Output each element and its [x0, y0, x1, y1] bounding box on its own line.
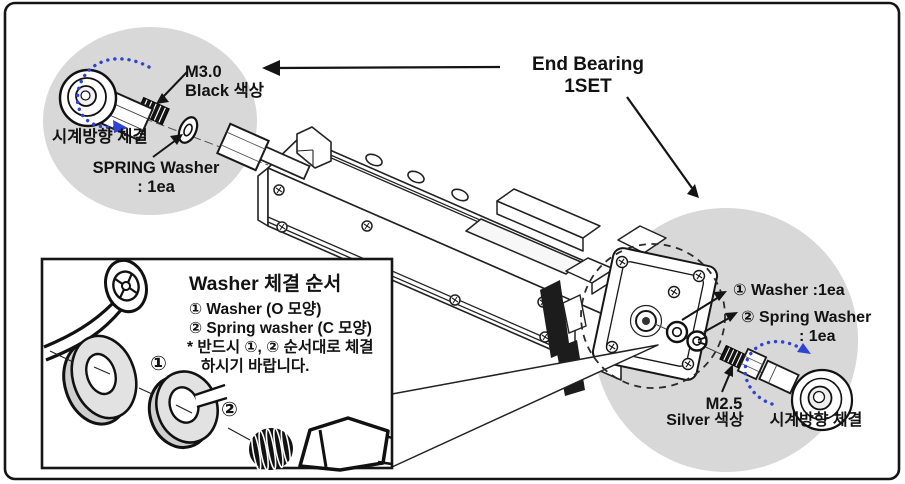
left-washer-name: SPRING Washer [93, 159, 220, 177]
left-bolt-color-label: Black 색상 [185, 81, 264, 100]
washer-order-box: ① ② Washer 체결 순서 ① Washer (O 모양) ② Sprin… [40, 257, 394, 472]
bolt-drawing [249, 416, 393, 472]
end-bearing-label-line1: End Bearing [532, 54, 644, 75]
washer-order-note2: 하시기 바랍니다. [201, 357, 309, 375]
right-spring-washer [686, 330, 708, 352]
washer1-mark: ① [150, 353, 167, 375]
spring-washer-drawing [147, 370, 228, 449]
left-rotation-note: 시계방향 체결 [52, 126, 148, 146]
right-washer2-qty: : 1ea [799, 328, 836, 345]
right-rotation-note: 시계방향 체결 [770, 410, 863, 429]
washer-order-item2: ② Spring washer (C 모양) [189, 319, 372, 337]
flat-washer-drawing [62, 334, 138, 426]
axis-centerline [49, 350, 251, 441]
dashed-focus-circle [580, 243, 726, 389]
top-raised-block [496, 188, 601, 252]
gearbox-screws [605, 255, 706, 371]
right-bearing-hex [736, 347, 768, 381]
right-washer1-label: ① Washer :1ea [733, 282, 845, 299]
actuator-body-drawing [257, 136, 667, 381]
left-spring-washer [177, 116, 199, 144]
right-bolt-size-label: M2.5 [706, 395, 743, 413]
right-bearing-assembly-drawing [654, 320, 854, 432]
end-bearing-label-line2: 1SET [564, 76, 612, 97]
left-rod-end-ball [58, 68, 118, 128]
clockwise-arrow-icon-right [743, 340, 811, 406]
clockwise-arrow-icon-left [75, 57, 151, 133]
left-bolt-size-label: M3.0 [185, 63, 222, 81]
left-bearing-assembly-drawing [58, 68, 311, 181]
shaft-nut [215, 122, 271, 172]
top-holes [365, 153, 469, 202]
right-rod-end-ball [790, 368, 854, 432]
washer2-mark: ② [221, 399, 238, 421]
washer-order-title: Washer 체결 순서 [189, 273, 341, 295]
slider-tab [296, 126, 332, 169]
left-washer-qty: : 1ea [137, 178, 175, 196]
callout-arrows [152, 60, 738, 393]
right-washer [665, 320, 689, 344]
front-screws [273, 184, 551, 343]
right-washer2-label: ② Spring Washer [741, 309, 871, 326]
washer-order-item1: ① Washer (O 모양) [189, 300, 321, 318]
right-bolt-color-label: Silver 색상 [666, 411, 744, 429]
washer-order-note1: * 반드시 ①, ② 순서대로 체결 [187, 338, 373, 356]
